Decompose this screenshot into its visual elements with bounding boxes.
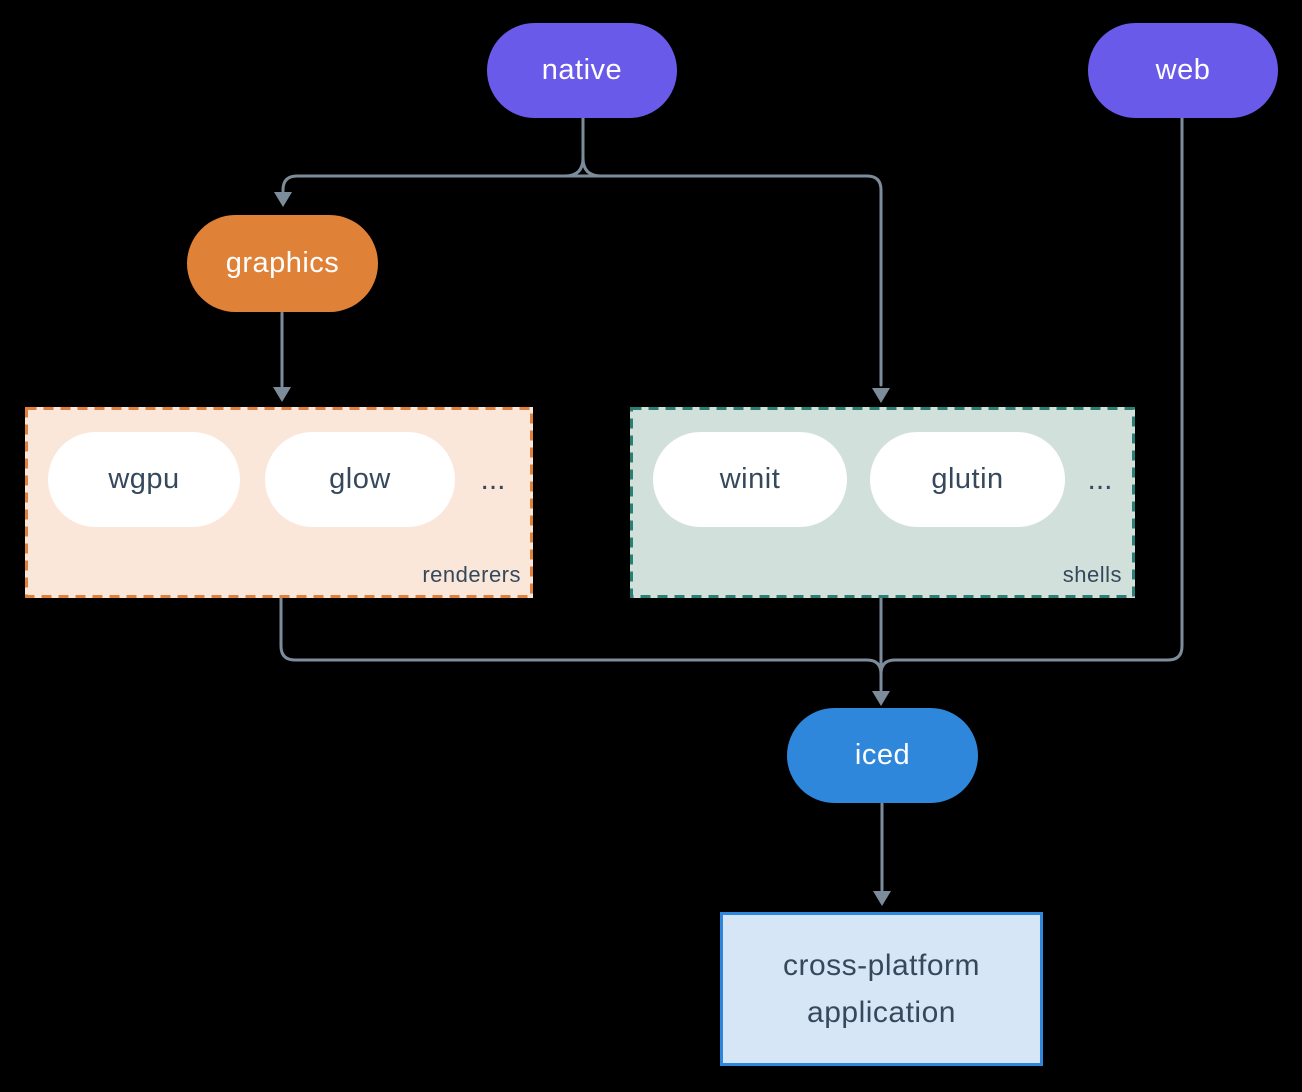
edge-native-fork-left — [563, 116, 585, 178]
renderers-ellipsis: ... — [480, 463, 506, 496]
edge-web-to-iced — [879, 116, 1184, 676]
node-glutin: glutin — [870, 432, 1065, 527]
group-shells: winit glutin ... shells — [630, 407, 1135, 598]
node-graphics: graphics — [187, 215, 378, 312]
edge-native-branch — [281, 174, 883, 387]
renderers-dashed-border — [25, 407, 533, 598]
arrowhead-to-application — [873, 891, 891, 906]
application-label-line1: cross-platform — [782, 949, 981, 982]
edge-native-fork-right — [581, 116, 603, 178]
shells-dashed-border — [630, 407, 1135, 598]
arrowhead-to-graphics — [274, 192, 292, 207]
node-wgpu: wgpu — [48, 432, 240, 527]
arrowhead-to-renderers — [273, 387, 291, 402]
shells-ellipsis: ... — [1087, 463, 1113, 496]
node-native: native — [487, 23, 677, 118]
shells-group-label: shells — [1062, 562, 1122, 587]
node-winit: winit — [653, 432, 847, 527]
group-renderers: wgpu glow ... renderers — [25, 407, 533, 598]
node-iced: iced — [787, 708, 978, 803]
arrowhead-to-iced — [872, 691, 890, 706]
node-glow: glow — [265, 432, 455, 527]
node-cross-platform-application: cross-platform application — [720, 912, 1043, 1066]
node-web: web — [1088, 23, 1278, 118]
application-label-line2: application — [807, 996, 956, 1029]
edge-renderers-to-iced — [279, 596, 883, 676]
arrowhead-to-shells — [872, 388, 890, 403]
renderers-group-label: renderers — [422, 562, 521, 587]
